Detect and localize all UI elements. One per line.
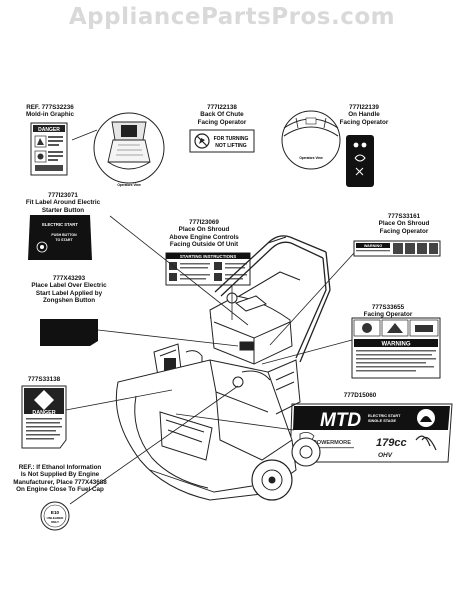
operator-view-caption: Operators View (299, 156, 323, 160)
callout-part-number: 777S33161 (387, 213, 421, 220)
callout-text: Back Of Chute (200, 111, 244, 119)
callout-text: Facing Operator (363, 311, 413, 319)
callout-text: Facing Operator (339, 118, 389, 126)
callout-mold-in-graphic: REF. 777S32236 Mold-in Graphic (22, 104, 78, 119)
callout-part-number: 777I22139 (349, 104, 379, 111)
callout-text: Starter Button (41, 206, 85, 214)
electric-start-line-3: TO START (55, 238, 73, 242)
handle-decal (346, 135, 374, 187)
mtd-electric-start: ELECTRIC START (368, 414, 401, 418)
zongshen-button-decal (40, 319, 98, 346)
callout-text: REF.: If Ethanol Information (18, 464, 102, 471)
callout-text: Is Not Supplied By Engine (20, 471, 100, 479)
starting-instructions-decal: STARTING INSTRUCTIONS (165, 252, 251, 286)
danger-large-text: DANGER (32, 410, 55, 416)
handle-inset: Operators View (281, 110, 341, 170)
callout-text: Above Engine Controls (169, 233, 239, 241)
powermore-text: POWERMORE (313, 440, 351, 446)
chute-warning-decal: FOR TURNING NOT LIFTING (189, 129, 255, 153)
chute-warning-line-1: FOR TURNING (214, 136, 249, 142)
electric-start-line-2: PUSH BUTTON (51, 233, 77, 237)
ethanol-only: ONLY (51, 520, 59, 524)
mtd-logo-text: MTD (320, 410, 361, 431)
ethanol-badge: E10 UNLEADED ONLY (40, 501, 70, 531)
callout-back-of-chute: 777I22138 Back Of Chute Facing Operator (191, 104, 253, 126)
callout-text: Facing Operator (379, 227, 429, 235)
callout-part-number: 777X43293 (52, 275, 86, 282)
callout-text: Place Label Over Electric (31, 282, 107, 290)
snowblower-illustration (115, 235, 331, 501)
callout-mtd-decal: 777D15060 (340, 392, 380, 399)
callout-text: Facing Outside Of Unit (169, 241, 239, 249)
mtd-brand-decal: MTD ELECTRIC START SINGLE STAGE POWERMOR… (289, 403, 453, 463)
callout-text: Manufacturer, Place 777X43688 (13, 478, 107, 486)
callout-text: Place On Shroud (378, 220, 430, 228)
callout-text: Place On Shroud (178, 226, 230, 234)
shroud-warning-decal: WARNING (353, 240, 441, 257)
callout-danger-label: 777S33138 (24, 376, 64, 383)
callout-engine-controls: 777I23069 Place On Shroud Above Engine C… (164, 219, 244, 249)
facing-operator-decal: WARNING (351, 317, 441, 379)
callout-part-number: 777S33138 (27, 376, 61, 383)
electric-start-title: ELECTRIC START (42, 222, 78, 227)
callout-zongshen-button: 777X43293 Place Label Over Electric Star… (26, 275, 112, 305)
leader-lines (65, 215, 355, 505)
engine-type-text: OHV (378, 452, 393, 459)
callout-part-number: 777S33655 (371, 304, 405, 311)
callout-part-number: REF. 777S32236 (26, 104, 74, 111)
callout-part-number: 777I23071 (48, 192, 78, 199)
callout-facing-operator: 777S33655 Facing Operator (358, 304, 418, 319)
callout-text: Facing Operator (197, 118, 247, 126)
engine-cc-text: 179cc (376, 437, 407, 449)
callout-shroud-facing-operator: 777S33161 Place On Shroud Facing Operato… (374, 213, 434, 235)
danger-label-decal: DANGER (21, 385, 67, 449)
callout-text: Mold-in Graphic (26, 111, 74, 119)
callout-text: On Handle (348, 111, 380, 119)
callout-on-handle: 777I22139 On Handle Facing Operator (334, 104, 394, 126)
callout-text: Fit Label Around Electric (25, 199, 101, 207)
callout-text: Start Label Applied by (35, 289, 103, 297)
chute-warning-line-2: NOT LIFTING (215, 143, 246, 149)
callout-ethanol-info: REF.: If Ethanol Information Is Not Supp… (10, 464, 110, 494)
facing-warning-text: WARNING (382, 342, 411, 348)
starting-instructions-title: STARTING INSTRUCTIONS (180, 254, 236, 259)
watermark: AppliancePartsPros.com (68, 4, 396, 30)
shroud-warning-text: WARNING (364, 244, 382, 248)
danger-small-text: DANGER (38, 127, 60, 133)
ethanol-e10: E10 (51, 510, 60, 515)
ethanol-unleaded: UNLEADED (47, 516, 65, 520)
callout-electric-starter: 777I23071 Fit Label Around Electric Star… (22, 192, 104, 214)
callout-part-number: 777I23069 (189, 219, 219, 226)
mtd-single-stage: SINGLE STAGE (368, 419, 396, 423)
mold-in-graphic-decal: DANGER (30, 122, 68, 176)
callout-text: Zongshen Button (42, 297, 96, 305)
chute-inset: Operators View (71, 112, 165, 187)
operator-view-caption: Operators View (117, 183, 141, 187)
electric-start-decal: ELECTRIC START PUSH BUTTON TO START (28, 215, 92, 260)
callout-part-number: 777I22138 (207, 104, 237, 111)
callout-text: On Engine Close To Fuel Cap (16, 486, 104, 494)
callout-part-number: 777D15060 (343, 392, 377, 399)
